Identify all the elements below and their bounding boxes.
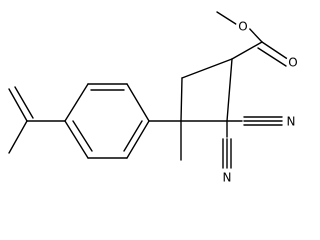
alkene-double-bond-b [14, 86, 34, 119]
methyl-ester-group [216, 11, 290, 67]
ring-bond-right [226, 58, 233, 122]
atom-label: N [287, 115, 296, 129]
atom-label: O [238, 20, 247, 34]
ester-o-carbonyl-bond [246, 25, 263, 43]
isopropenyl-group [8, 86, 66, 154]
benzene-bond [64, 83, 89, 122]
benzene-bond [126, 83, 150, 122]
methyl-o-bond [216, 11, 240, 27]
alkene-methyl-bond [8, 120, 28, 154]
benzene-bond [126, 120, 150, 159]
benzene-bond [64, 120, 89, 159]
nitrile-group-right [226, 116, 283, 126]
atom-label-carbonyl-oxygen: O [286, 55, 300, 70]
carbonyl-double-bond-a [261, 41, 290, 61]
benzene-ring [64, 83, 150, 159]
nitrile-group-bottom [222, 120, 232, 169]
ring-bond-left [180, 77, 183, 122]
alkene-double-bond-a [8, 88, 28, 122]
cyclobutane-ring [180, 58, 233, 122]
benzene-inner-bond [123, 120, 143, 152]
molecule-structure: O O N N [8, 11, 300, 185]
atom-label: O [288, 56, 297, 70]
atom-label-ester-oxygen: O [236, 19, 250, 34]
atom-label: N [223, 171, 232, 185]
atom-label-nitrile-nitrogen-right: N [284, 114, 298, 129]
atom-label-nitrile-nitrogen-bottom: N [220, 170, 234, 185]
ring-bond-top [181, 58, 233, 79]
carbonyl-double-bond-b [257, 47, 287, 67]
benzene-inner-bond [72, 120, 93, 152]
carbonyl-ring-bond [231, 41, 263, 60]
